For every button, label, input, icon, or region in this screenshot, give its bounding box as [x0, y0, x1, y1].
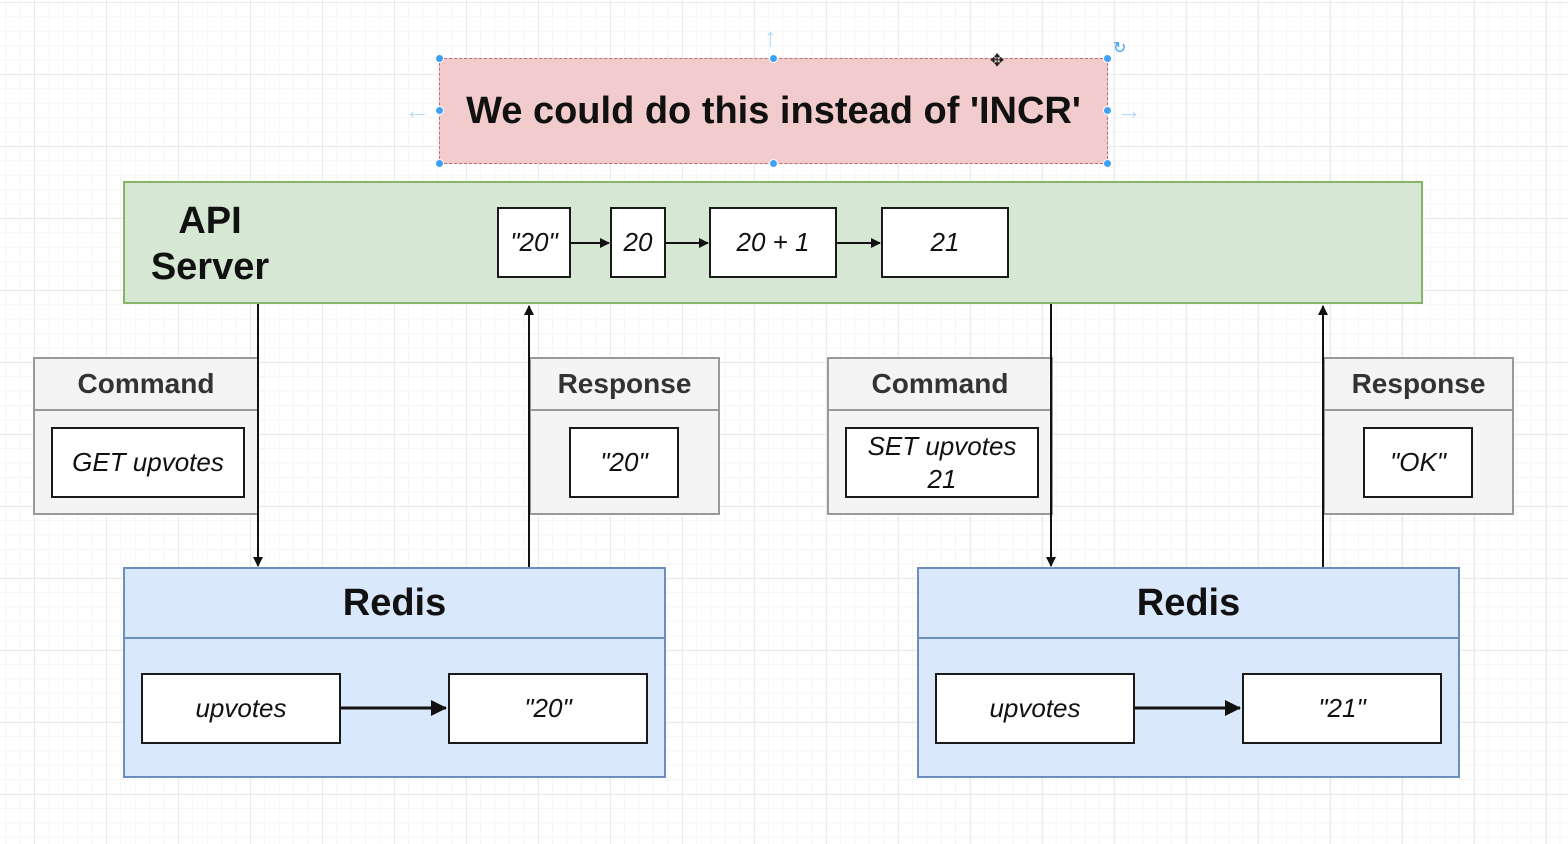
- resize-handle-right[interactable]: [1103, 106, 1112, 115]
- redis-value-text: "21": [1318, 693, 1366, 724]
- response-value-left[interactable]: "20": [569, 427, 679, 498]
- move-cursor-icon: ✥: [990, 51, 1005, 70]
- redis-header: Redis: [125, 569, 664, 639]
- resize-handle-top-left[interactable]: [435, 54, 444, 63]
- response-text: "20": [600, 447, 648, 478]
- connect-arrow-right-icon[interactable]: →: [1116, 95, 1142, 125]
- api-step-label: 20: [623, 227, 653, 258]
- resize-handle-left[interactable]: [435, 106, 444, 115]
- response-text: "OK": [1389, 447, 1447, 478]
- response-value-right[interactable]: "OK": [1363, 427, 1473, 498]
- connect-arrow-left-icon[interactable]: ←: [404, 95, 430, 125]
- connect-arrow-up-icon[interactable]: ↑: [764, 22, 777, 52]
- resize-handle-bottom-left[interactable]: [435, 159, 444, 168]
- redis-key-right[interactable]: upvotes: [935, 673, 1135, 744]
- selected-note-box[interactable]: We could do this instead of 'INCR': [439, 58, 1108, 164]
- redis-key-left[interactable]: upvotes: [141, 673, 341, 744]
- api-label-line1: API: [178, 200, 242, 242]
- api-step-number[interactable]: 20: [610, 207, 666, 278]
- resize-handle-bottom[interactable]: [769, 159, 778, 168]
- api-step-string[interactable]: "20": [497, 207, 571, 278]
- resize-handle-top[interactable]: [769, 54, 778, 63]
- redis-value-right[interactable]: "21": [1242, 673, 1442, 744]
- api-server-label: API Server: [140, 198, 280, 290]
- rotate-handle-icon[interactable]: ↻: [1113, 40, 1127, 57]
- resize-handle-top-right[interactable]: [1103, 54, 1112, 63]
- redis-value-text: "20": [524, 693, 572, 724]
- api-step-label: 20 + 1: [736, 227, 810, 258]
- api-label-line2: Server: [150, 246, 270, 288]
- command-value-left[interactable]: GET upvotes: [51, 427, 245, 498]
- redis-header: Redis: [919, 569, 1458, 639]
- command-value-right[interactable]: SET upvotes 21: [845, 427, 1039, 498]
- api-step-label: "20": [510, 227, 558, 258]
- note-text: We could do this instead of 'INCR': [466, 89, 1081, 132]
- panel-header: Command: [829, 359, 1051, 411]
- api-step-label: 21: [930, 227, 960, 258]
- panel-header: Response: [531, 359, 718, 411]
- redis-key-text: upvotes: [195, 693, 287, 724]
- panel-header: Command: [35, 359, 257, 411]
- panel-header: Response: [1325, 359, 1512, 411]
- resize-handle-bottom-right[interactable]: [1103, 159, 1112, 168]
- redis-key-text: upvotes: [989, 693, 1081, 724]
- redis-value-left[interactable]: "20": [448, 673, 648, 744]
- command-text: SET upvotes 21: [867, 431, 1017, 494]
- api-step-increment[interactable]: 20 + 1: [709, 207, 837, 278]
- command-text: GET upvotes: [72, 447, 224, 478]
- api-step-result[interactable]: 21: [881, 207, 1009, 278]
